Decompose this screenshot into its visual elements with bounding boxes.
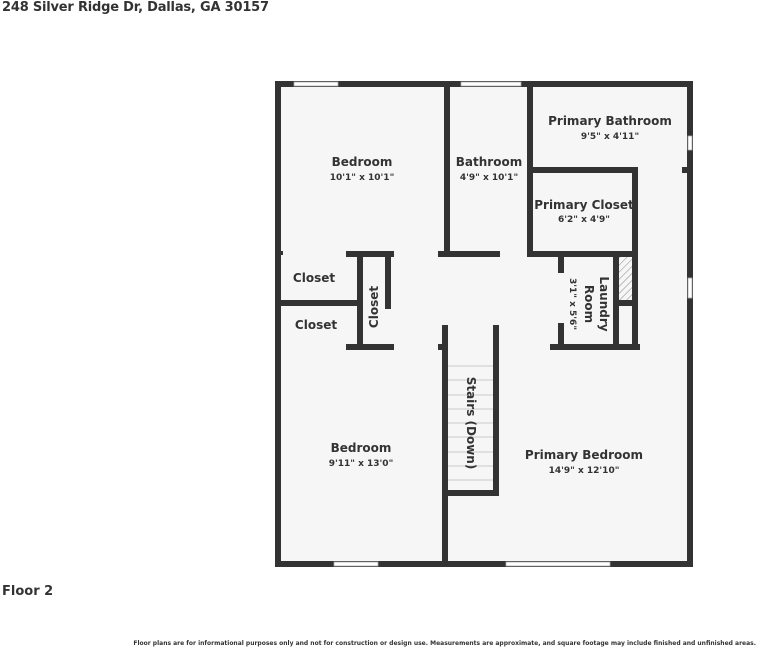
room-primary-bathroom-dims: 9'5" x 4'11": [581, 132, 639, 142]
room-stairs-name: Stairs (Down): [464, 377, 478, 470]
room-bathroom-name: Bathroom: [456, 155, 522, 169]
property-address: 248 Silver Ridge Dr, Dallas, GA 30157: [2, 0, 269, 15]
room-bathroom-dims: 4'9" x 10'1": [460, 173, 518, 183]
room-bedroom-1-dims: 10'1" x 10'1": [330, 173, 395, 183]
room-primary-bedroom-dims: 14'9" x 12'10": [549, 466, 620, 476]
room-closet-3-name: Closet: [367, 286, 381, 328]
room-laundry-dims: 3'1" x 5'6": [567, 278, 577, 330]
floor-label: Floor 2: [2, 584, 54, 599]
room-primary-closet-name: Primary Closet: [534, 198, 634, 212]
room-primary-bathroom-name: Primary Bathroom: [548, 114, 672, 128]
room-bedroom-1-name: Bedroom: [332, 155, 393, 169]
disclaimer: Floor plans are for informational purpos…: [133, 640, 756, 647]
room-bedroom-2-name: Bedroom: [331, 441, 392, 455]
room-primary-closet-dims: 6'2" x 4'9": [558, 215, 610, 225]
room-closet-1-name: Closet: [293, 271, 335, 285]
room-closet-2-name: Closet: [295, 318, 337, 332]
room-laundry-name: Laundry: [597, 276, 611, 331]
room-primary-bedroom-name: Primary Bedroom: [525, 448, 643, 462]
room-bedroom-2-dims: 9'11" x 13'0": [329, 459, 394, 469]
room-laundry-name2: Room: [582, 285, 596, 323]
